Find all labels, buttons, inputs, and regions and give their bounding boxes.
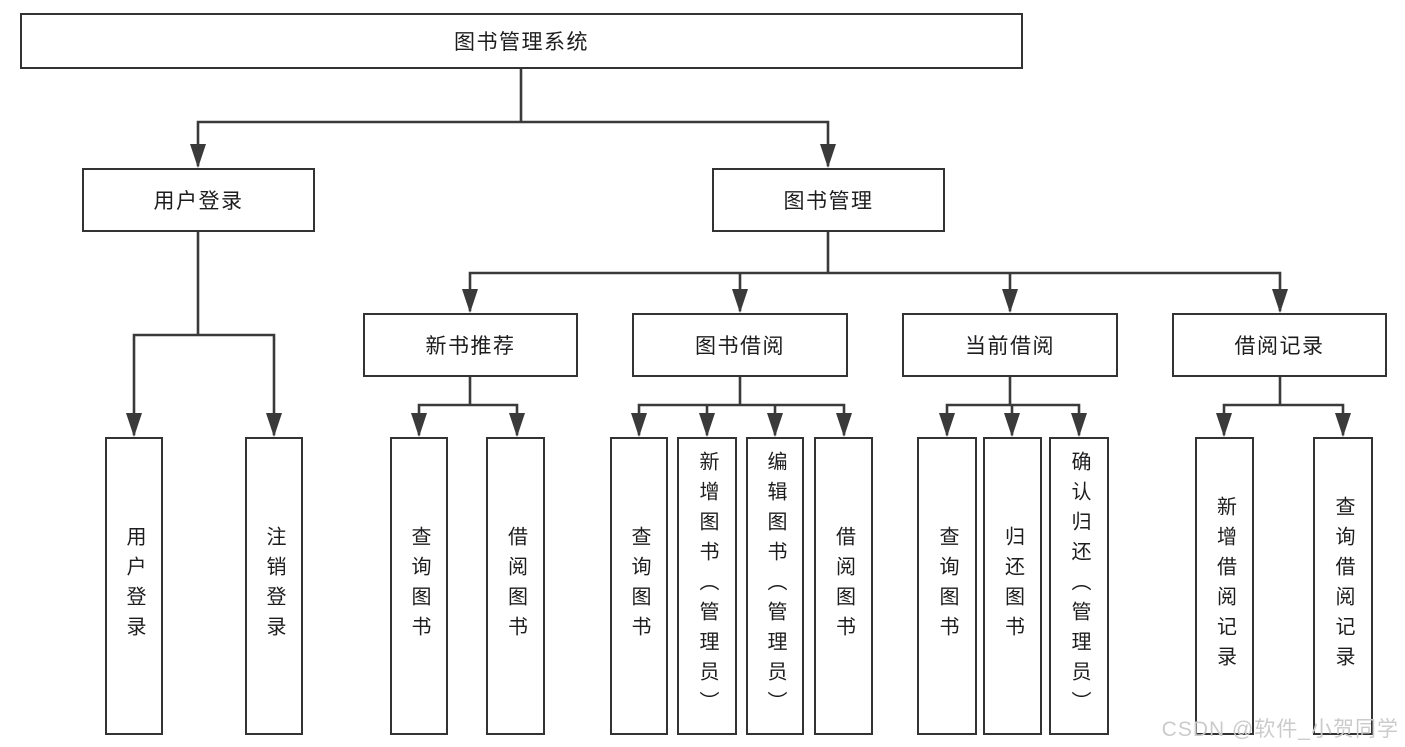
node-root-system: 图书管理系统 [20, 13, 1023, 69]
node-book-management: 图书管理 [712, 168, 945, 232]
connector-userlogin-to-leaves [126, 230, 282, 437]
connector-records-to-leaves [1216, 375, 1351, 437]
connector-bookmgmt-to-level3 [462, 230, 1288, 313]
leaf-current-return-books: 归还图书 [983, 437, 1042, 735]
leaf-current-confirm-return-admin: 确认归还（管理员） [1049, 437, 1109, 735]
leaf-borrowing-edit-books-admin: 编辑图书（管理员） [746, 437, 804, 735]
leaf-borrowing-query-books: 查询图书 [610, 437, 668, 735]
node-borrowing-records: 借阅记录 [1172, 313, 1387, 377]
connector-newbooks-to-leaves [411, 375, 525, 437]
node-new-book-recommend: 新书推荐 [363, 313, 578, 377]
leaf-records-query-record: 查询借阅记录 [1313, 437, 1373, 735]
leaf-newbooks-borrow-books: 借阅图书 [486, 437, 545, 735]
csdn-watermark: CSDN @软件_小贺同学 [1161, 718, 1399, 741]
leaf-newbooks-query-books: 查询图书 [390, 437, 448, 735]
connector-root-to-level2 [190, 67, 836, 168]
leaf-borrowing-borrow-books: 借阅图书 [814, 437, 873, 735]
leaf-current-query-books: 查询图书 [917, 437, 977, 735]
node-current-borrowing: 当前借阅 [902, 313, 1118, 377]
leaf-borrowing-add-books-admin: 新增图书（管理员） [677, 437, 737, 735]
leaf-user-login: 用户登录 [105, 437, 163, 735]
connector-current-to-leaves [939, 375, 1087, 437]
node-book-borrowing: 图书借阅 [632, 313, 848, 377]
leaf-logout: 注销登录 [245, 437, 303, 735]
leaf-records-add-record: 新增借阅记录 [1195, 437, 1254, 735]
connector-borrowing-to-leaves [631, 375, 852, 437]
node-user-login: 用户登录 [82, 168, 315, 232]
